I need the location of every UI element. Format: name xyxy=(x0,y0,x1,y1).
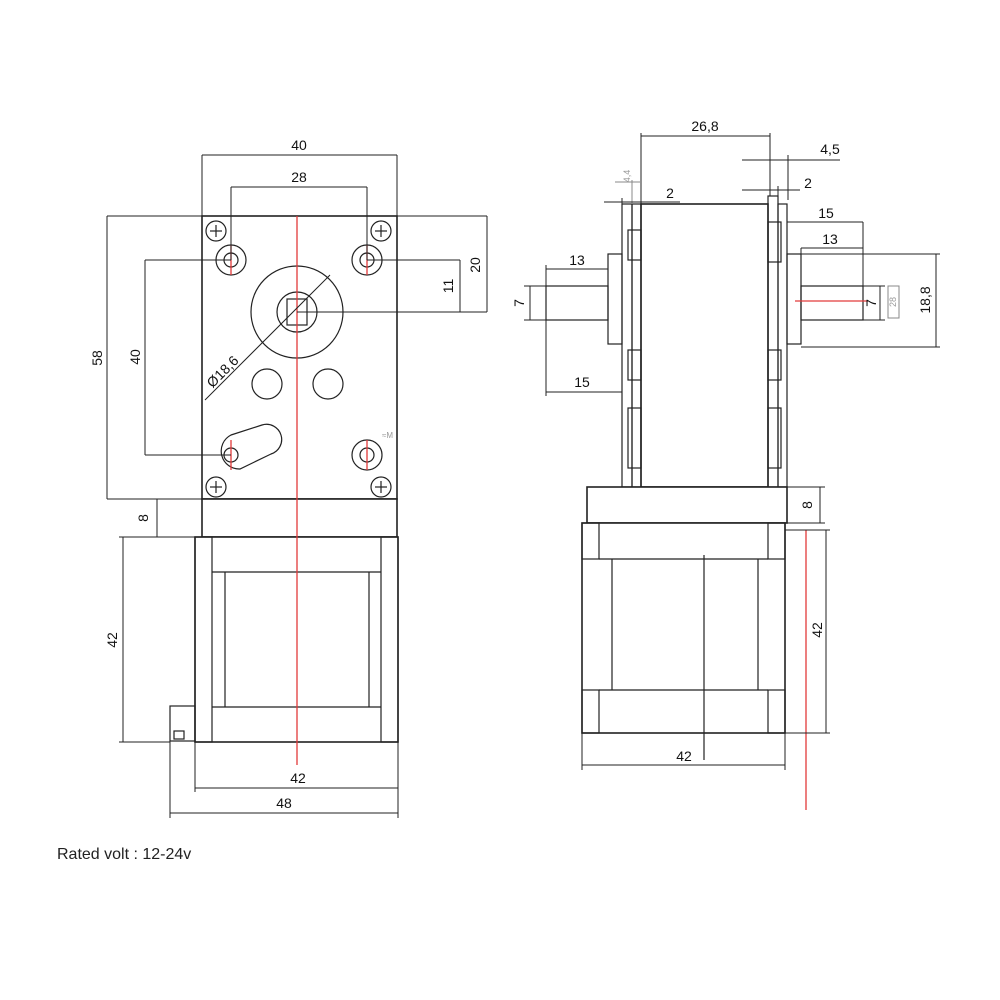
svg-text:13: 13 xyxy=(822,231,838,247)
dim-offset-11: 11 xyxy=(297,259,461,313)
svg-text:4,4: 4,4 xyxy=(622,170,632,183)
dim-shaft-13-right: 13 xyxy=(800,231,863,286)
dim-flange-8-side: 8 xyxy=(787,486,825,524)
svg-text:8: 8 xyxy=(135,514,151,522)
dim-offset-4-5: 4,5 xyxy=(742,141,840,200)
dim-thickness-2-left: 2 xyxy=(604,185,680,206)
dim-shaft-dia-7-right: 7 xyxy=(863,285,885,321)
svg-text:20: 20 xyxy=(467,257,483,273)
svg-text:42: 42 xyxy=(809,622,825,638)
svg-text:18,8: 18,8 xyxy=(917,286,933,313)
svg-text:58: 58 xyxy=(89,350,105,366)
svg-text:28: 28 xyxy=(291,169,307,185)
dim-motor-42-vertical: 42 xyxy=(785,529,830,734)
svg-text:40: 40 xyxy=(127,349,143,365)
dim-length-26-8: 26,8 xyxy=(640,118,771,204)
svg-text:4,5: 4,5 xyxy=(820,141,840,157)
dim-bolt-spacing-28: 28 xyxy=(230,169,368,260)
dim-height-20: 20 xyxy=(397,215,488,313)
lower-hole xyxy=(251,368,283,400)
corner-screw xyxy=(205,476,227,498)
svg-text:15: 15 xyxy=(574,374,590,390)
dim-motor-height-42: 42 xyxy=(104,536,195,743)
left-output-shaft xyxy=(545,285,609,321)
svg-text:2: 2 xyxy=(666,185,674,201)
dim-motor-width-42: 42 xyxy=(194,742,399,792)
right-output-shaft xyxy=(800,285,864,321)
motor-flange-front xyxy=(201,498,398,538)
left-boss xyxy=(607,253,623,345)
dim-shaft-15-left: 15 xyxy=(545,320,623,396)
dim-flange-8: 8 xyxy=(135,498,202,538)
svg-text:26,8: 26,8 xyxy=(691,118,718,134)
dim-total-width-48: 48 xyxy=(169,741,399,818)
dim-spacing-40: 40 xyxy=(127,259,231,456)
dim-boss-18-8: 18,8 xyxy=(801,253,940,348)
dim-small-4-4: 4,4 xyxy=(615,170,640,204)
dim-motor-42-horizontal: 42 xyxy=(581,733,786,770)
svg-text:42: 42 xyxy=(104,632,120,648)
front-view: ≈M 40 28 58 xyxy=(89,137,488,818)
svg-text:42: 42 xyxy=(676,748,692,764)
lower-hole xyxy=(312,368,344,400)
svg-text:8: 8 xyxy=(799,501,815,509)
svg-text:15: 15 xyxy=(818,205,834,221)
svg-text:2: 2 xyxy=(804,175,812,191)
svg-text:7: 7 xyxy=(863,299,879,307)
connector-tab xyxy=(169,705,196,742)
corner-screw xyxy=(205,220,227,242)
motor-body-side xyxy=(581,522,786,734)
logo-mark: ≈M xyxy=(382,431,393,440)
dim-shaft-13-left: 13 xyxy=(545,252,609,286)
gearbox-side-body xyxy=(640,203,769,488)
svg-text:42: 42 xyxy=(290,770,306,786)
svg-text:40: 40 xyxy=(291,137,307,153)
corner-screw xyxy=(370,220,392,242)
right-boss xyxy=(786,253,802,345)
svg-text:11: 11 xyxy=(440,279,456,294)
svg-text:7: 7 xyxy=(511,299,527,307)
rated-volt-note: Rated volt : 12-24v xyxy=(57,846,192,863)
motor-flange-side xyxy=(586,486,788,524)
svg-text:28: 28 xyxy=(888,297,898,307)
dim-width-40: 40 xyxy=(201,137,398,216)
dim-shaft-dia-7-left: 7 xyxy=(511,285,546,321)
svg-text:48: 48 xyxy=(276,795,292,811)
side-view: 26,8 4,5 2 4,4 2 15 xyxy=(511,118,940,810)
dim-flat-28: 28 xyxy=(887,285,900,319)
corner-screw xyxy=(370,476,392,498)
svg-text:13: 13 xyxy=(569,252,585,268)
dim-thickness-2-right: 2 xyxy=(742,175,812,204)
